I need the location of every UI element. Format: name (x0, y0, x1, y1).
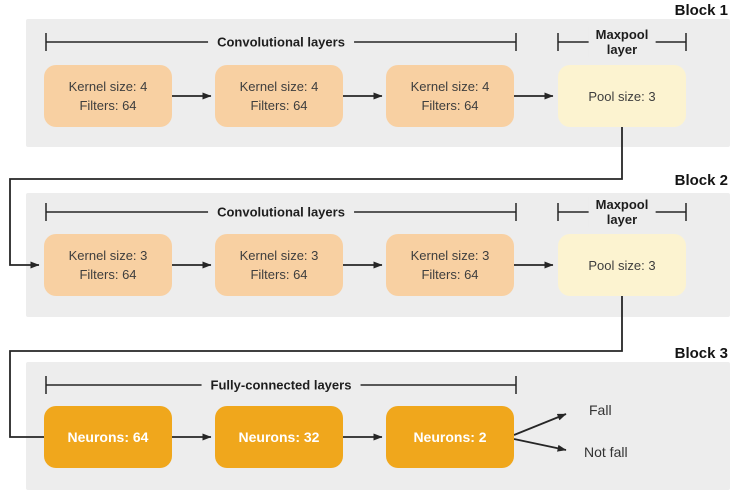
block2-maxpool-label-line2: layer (606, 212, 638, 227)
block1-maxpool-label-line1: Maxpool (595, 27, 649, 42)
block1-conv1-box: Kernel size: 4 Filters: 64 (44, 65, 172, 127)
block2-pool-box: Pool size: 3 (558, 234, 686, 296)
block2-conv1-kernel: Kernel size: 3 (68, 248, 148, 263)
block1-title: Block 1 (674, 2, 728, 19)
block2-conv3-filters: Filters: 64 (421, 267, 479, 282)
block2-maxpool-label-line1: Maxpool (595, 197, 649, 212)
block1-maxpool-label-line2: layer (606, 42, 638, 57)
block3-fc-group-label: Fully-connected layers (201, 377, 361, 393)
block2-conv2-box: Kernel size: 3 Filters: 64 (215, 234, 343, 296)
block1-pool-size: Pool size: 3 (588, 88, 656, 104)
block1-conv2-kernel: Kernel size: 4 (239, 79, 319, 94)
block3-fc1-neurons: Neurons: 64 (67, 428, 149, 445)
block1-conv3-filters: Filters: 64 (421, 98, 479, 113)
block3-fc1-box: Neurons: 64 (44, 406, 172, 468)
block1-conv2-filters: Filters: 64 (250, 98, 308, 113)
block1-conv1-kernel: Kernel size: 4 (68, 79, 148, 94)
block2-conv2-filters: Filters: 64 (250, 267, 308, 282)
block1-conv1-filters: Filters: 64 (79, 98, 137, 113)
block2-conv1-box: Kernel size: 3 Filters: 64 (44, 234, 172, 296)
block1-conv3-box: Kernel size: 4 Filters: 64 (386, 65, 514, 127)
block1-conv2-box: Kernel size: 4 Filters: 64 (215, 65, 343, 127)
output-label-not-fall: Not fall (584, 444, 628, 460)
block2-conv3-kernel: Kernel size: 3 (410, 248, 490, 263)
block2-conv-group-label: Convolutional layers (208, 204, 354, 220)
output-label-fall: Fall (589, 402, 612, 418)
block2-maxpool-group-label: Maxpool layer (588, 197, 656, 227)
block1-conv3-kernel: Kernel size: 4 (410, 79, 490, 94)
block2-pool-size: Pool size: 3 (588, 257, 656, 273)
block2-conv1-filters: Filters: 64 (79, 267, 137, 282)
block2-conv2-kernel: Kernel size: 3 (239, 248, 319, 263)
block3-title: Block 3 (674, 345, 728, 362)
block2-title: Block 2 (674, 172, 728, 189)
block1-maxpool-group-label: Maxpool layer (588, 27, 656, 57)
block2-conv3-box: Kernel size: 3 Filters: 64 (386, 234, 514, 296)
block1-pool-box: Pool size: 3 (558, 65, 686, 127)
block3-fc2-neurons: Neurons: 32 (238, 428, 320, 445)
block3-fc2-box: Neurons: 32 (215, 406, 343, 468)
block1-conv-group-label: Convolutional layers (208, 34, 354, 50)
block3-fc3-neurons: Neurons: 2 (413, 428, 487, 445)
block3-fc3-box: Neurons: 2 (386, 406, 514, 468)
